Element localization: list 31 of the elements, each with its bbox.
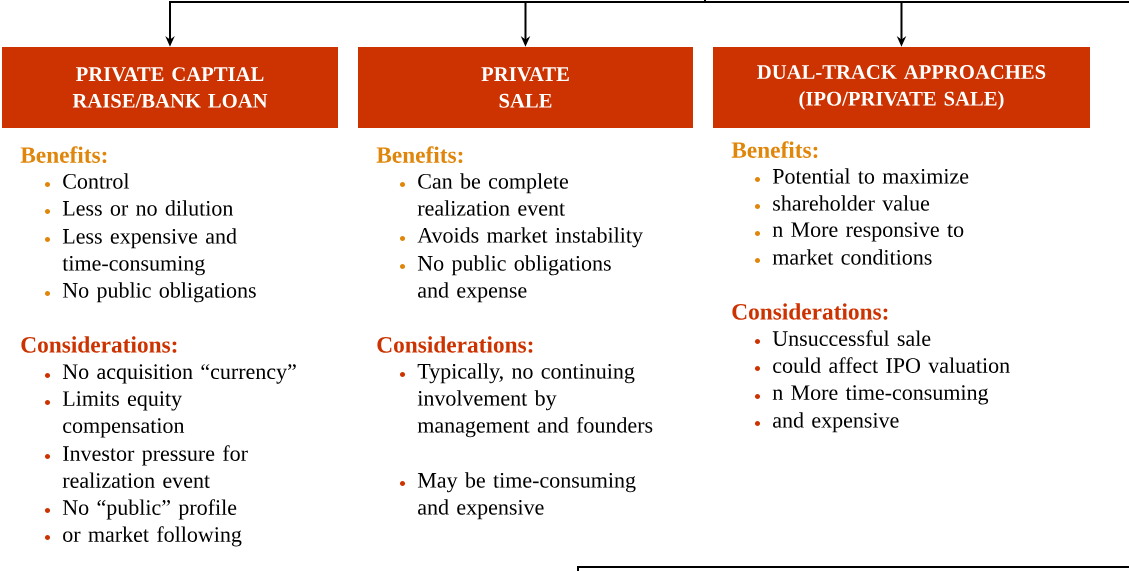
title-box: PRIVATE CAPTIAL RAISE/BANK LOAN xyxy=(2,47,338,128)
section-heading: Benefits: xyxy=(731,141,818,159)
section-heading: Considerations: xyxy=(732,303,888,320)
bullet-item: Less expensive and time-consuming xyxy=(44,228,237,276)
bullet-item: No acquisition “currency” xyxy=(44,364,296,384)
bullet-item: and expensive xyxy=(754,412,899,433)
bullet-item: could affect IPO valuation xyxy=(754,357,1010,373)
bullet-item: shareholder value xyxy=(754,195,930,211)
bullet-item: Can be complete realization event xyxy=(400,173,568,216)
bullet-item: Avoids market instability xyxy=(400,227,643,248)
bullet-item: Potential to maximize xyxy=(754,168,969,184)
bullet-item: No public obligations and expense xyxy=(400,255,611,303)
bullet-item: Control xyxy=(44,173,130,189)
bullet-item: or market following xyxy=(44,526,242,547)
bullet-item: Typically, no continuing involvement by management and founders xyxy=(400,363,653,438)
bullet-item: Unsuccessful sale xyxy=(754,330,931,346)
section-heading: Considerations: xyxy=(21,336,177,353)
bullet-item: Investor pressure for realization event xyxy=(44,445,248,488)
bullet-item: Limits equity compensation xyxy=(44,391,185,438)
title-box: PRIVATE SALE xyxy=(358,47,693,128)
bullet-item: No public obligations xyxy=(44,282,256,303)
title-box: DUAL-TRACK APPROACHES (IPO/PRIVATE SALE) xyxy=(713,47,1090,128)
bullet-item: Less or no dilution xyxy=(44,200,234,216)
bullet-item: No “public” profile xyxy=(44,499,237,520)
bullet-item: n More responsive to xyxy=(754,222,964,242)
section-heading: Benefits: xyxy=(376,146,463,164)
box-outline xyxy=(577,566,1129,571)
bullet-item: May be time-consuming and expensive xyxy=(400,472,636,520)
bullet-item: n More time-consuming xyxy=(754,385,989,405)
section-heading: Considerations: xyxy=(377,336,533,353)
bullet-item: market conditions xyxy=(754,249,932,265)
